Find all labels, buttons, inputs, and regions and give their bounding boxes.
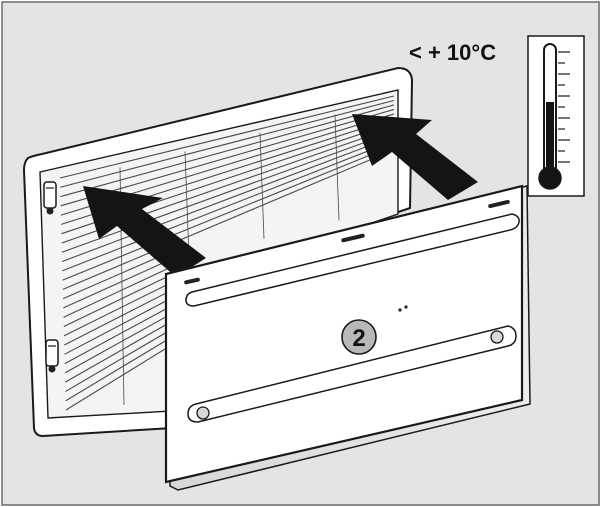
- thermometer-bulb: [538, 166, 562, 190]
- grille-slat: [60, 108, 395, 207]
- cover-slot-corner: [184, 277, 200, 285]
- clip-top: [43, 181, 57, 215]
- grille-slats: [59, 95, 395, 411]
- grille-slat: [62, 144, 395, 281]
- thermometer-mercury: [546, 102, 554, 176]
- grille-slat: [63, 274, 171, 327]
- grille-slat: [64, 290, 171, 346]
- grille-divider: [184, 151, 190, 258]
- cover-slot-left: [341, 233, 365, 243]
- grille-slat: [64, 306, 171, 365]
- step-number: 2: [352, 325, 365, 352]
- grille-slat: [62, 140, 395, 272]
- cover-panel: 2: [164, 184, 531, 491]
- temperature-label: < + 10°C: [409, 40, 496, 65]
- clip-bottom: [45, 339, 59, 373]
- grille-slat: [65, 345, 171, 411]
- grille-slat: [63, 267, 171, 318]
- grille-slat: [59, 95, 395, 179]
- grille-slat: [62, 149, 395, 290]
- grille-divider: [334, 114, 340, 221]
- grille-slat: [60, 99, 395, 188]
- grille-divider: [259, 132, 265, 239]
- cover-top-rail: [185, 213, 520, 307]
- screw-left: [196, 406, 210, 420]
- grille-slat: [61, 131, 395, 253]
- grille-slat: [60, 104, 395, 198]
- arrow-icon: [83, 114, 478, 277]
- grille-slat: [65, 337, 171, 402]
- arrow-left: [83, 186, 206, 277]
- cover-bottom-rail: [187, 325, 517, 423]
- thermometer-scale: [558, 51, 570, 163]
- grille-slat: [63, 282, 171, 337]
- grille-slat: [64, 314, 171, 374]
- cover-dot: [404, 305, 408, 309]
- grille-slat: [63, 259, 171, 309]
- grille-slat: [64, 298, 171, 355]
- step-badge: [341, 319, 377, 355]
- grille-slat: [65, 321, 171, 383]
- thermometer-icon: [527, 35, 585, 197]
- grille-slat: [65, 329, 171, 392]
- grille-slat: [61, 135, 395, 263]
- arrow-right: [352, 114, 478, 200]
- screw-right: [490, 330, 504, 344]
- ventilation-grille: [22, 66, 414, 438]
- cover-slot-right: [488, 199, 510, 209]
- grille-slat: [62, 251, 171, 300]
- cover-dot: [398, 308, 402, 312]
